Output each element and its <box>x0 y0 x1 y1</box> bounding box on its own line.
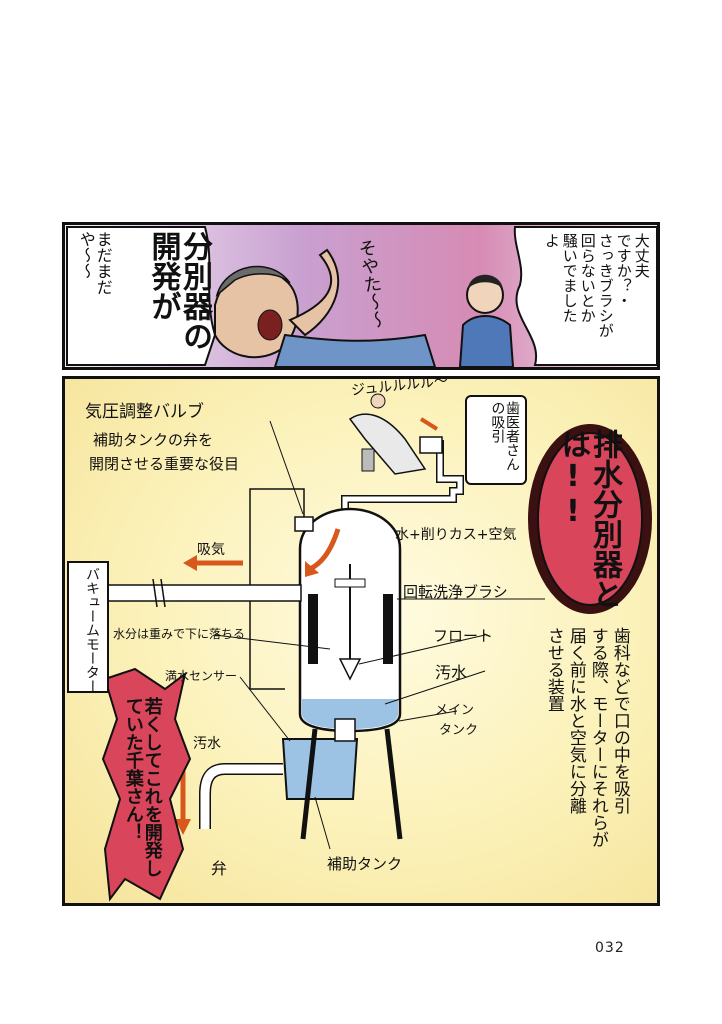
description-line-4: させる装置 <box>543 627 564 712</box>
dentist-suction-box: 歯医者さんの吸引 <box>465 395 527 485</box>
label-pressure-valve: 気圧調整バルブ <box>85 402 204 422</box>
dentist-figure <box>370 393 386 409</box>
young-man-shirt <box>458 315 515 367</box>
speech-right-line-3: さっきブラシが <box>596 233 615 338</box>
raised-hand <box>288 248 340 337</box>
outflow-arrow <box>175 819 191 835</box>
speech-right-line-6: よ <box>542 233 561 248</box>
label-dirty-water-out: 汚水 <box>193 736 221 752</box>
label-main-tank-2: タンク <box>439 723 479 738</box>
speech-right-line-4: 回らないとか <box>578 233 597 323</box>
shouting-man-hair <box>215 265 291 298</box>
label-valve: 弁 <box>211 859 228 878</box>
sub-tank <box>281 738 359 800</box>
label-water-falls: 水分は重みで下に落ちる <box>113 627 246 641</box>
title-text: 排水分別器とは!! <box>555 429 623 609</box>
speech-right-line-2: ですか？・ <box>614 233 633 308</box>
title-burst <box>537 432 643 606</box>
speech-left-main: 分別器の 開発が <box>145 231 213 351</box>
vacuum-pipe <box>104 584 302 602</box>
pressure-valve <box>294 516 314 532</box>
inflow-arrow <box>305 561 319 577</box>
page-number: 032 <box>595 940 625 956</box>
top-panel: 分別器の 開発が まだまだ や〜〜 そやた〜〜 大丈夫 ですか？・ さっきブラシ… <box>62 222 660 370</box>
speech-bubble-right <box>513 226 657 366</box>
credit-burst <box>101 667 192 902</box>
label-mixture: 水+削りカス+空気 <box>395 527 517 543</box>
description-line-2: する際、モーターにそれらが <box>587 627 608 848</box>
label-valve-desc-1: 補助タンクの弁を <box>93 431 214 449</box>
float <box>338 658 362 681</box>
speech-right-line-5: 騒いでました <box>560 233 579 323</box>
brush-hub <box>334 578 366 588</box>
suction-cup <box>419 436 443 454</box>
open-mouth <box>257 309 283 341</box>
description-line-1: 歯科などで口の中を吸引 <box>609 627 630 814</box>
chair-stand <box>361 448 375 472</box>
speech-left-small: まだまだ や〜〜 <box>76 231 113 295</box>
label-full-sensor: 満水センサー <box>165 669 238 683</box>
main-tank-water <box>302 699 398 729</box>
top-panel-art <box>66 226 657 367</box>
credit-text: 若くしてこれを開発していた千葉さん！ <box>122 697 163 877</box>
brush-right <box>383 594 393 664</box>
man-shirt <box>273 333 437 367</box>
label-dirty-water-main: 汚水 <box>435 663 468 682</box>
brush-left <box>308 594 318 664</box>
dentist-chair <box>348 413 427 475</box>
description-line-3: 届く前に水と空気に分離 <box>565 627 586 814</box>
label-main-tank-1: メイン <box>435 703 475 718</box>
main-panel: ジュルルルル〜 歯医者さんの吸引 排水分別器とは!! 気圧調整バルブ 補助タンク… <box>62 376 660 906</box>
intake-arrow <box>183 555 197 571</box>
vacuum-motor-box: バキュームモーター <box>67 561 109 693</box>
label-float: フロート <box>433 627 494 645</box>
young-man-hair <box>468 274 503 289</box>
speech-bubble-left <box>66 226 217 366</box>
separator-diagram <box>101 393 652 902</box>
label-intake: 吸気 <box>197 542 225 558</box>
label-brush: 回転洗浄ブラシ <box>403 583 508 601</box>
speech-right-line-1: 大丈夫 <box>632 233 651 278</box>
label-valve-desc-2: 開閉させる重要な役目 <box>89 455 240 473</box>
label-sub-tank: 補助タンク <box>327 855 403 873</box>
